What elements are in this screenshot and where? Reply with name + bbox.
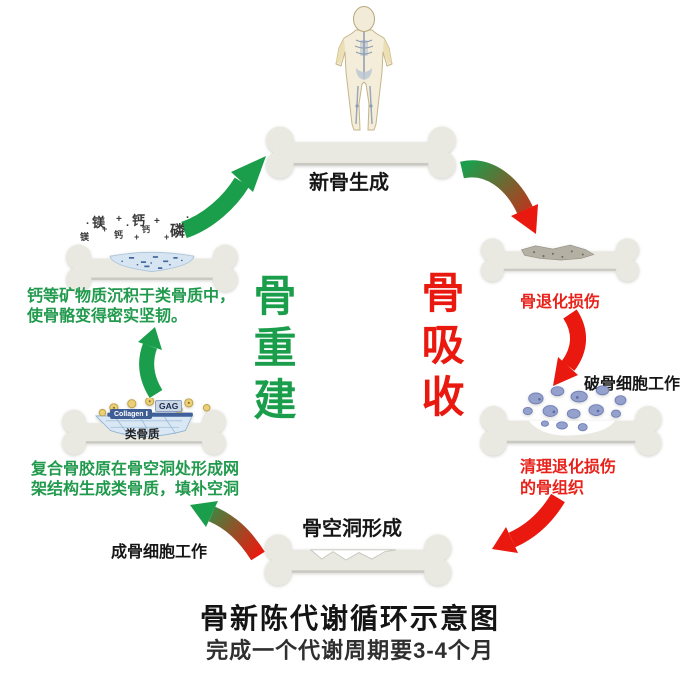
note-mineral-line1: 钙等矿物质沉积于类骨质中， (27, 288, 236, 305)
label-cleanup-line1: 清理退化损伤 (520, 459, 617, 476)
plus-mark: + (164, 232, 170, 242)
label-cavity: 骨空洞形成 (302, 518, 402, 540)
note-mineral-line2: 使骨骼变得密实坚韧。 (27, 308, 188, 326)
arrow-up-green-icon (138, 327, 163, 398)
arrow-down-red-icon (553, 309, 586, 386)
phase-bone-remodeling: 骨重建 (247, 273, 295, 429)
plus-mark: + (102, 224, 108, 234)
label-cleanup: 清理退化损伤 的骨组织 (520, 458, 616, 500)
mineral-mg-large: 镁 (92, 215, 106, 230)
mineral-ca-large: 钙 (132, 213, 146, 228)
arrow-up-left-gradient-icon (190, 501, 265, 561)
note-osteoid-line2: 架结构生成类骨质，填补空洞 (31, 481, 240, 499)
mineral-ca-small: 钙 (114, 230, 124, 240)
label-osteoblast: 成骨细胞工作 (111, 544, 208, 561)
arrow-down-left-red-icon (492, 493, 565, 553)
mineral-cloud: 镁 钙 磷 镁 钙 钙 + + + + + · · · (76, 210, 216, 244)
bone-osteoclast (480, 385, 662, 456)
dot-mark: · (126, 220, 130, 232)
bone-mineralized (66, 244, 238, 292)
plus-mark: + (134, 232, 140, 242)
note-osteoid: 复合骨胶原在骨空洞处形成网 架结构生成类骨质，填补空洞 (31, 460, 239, 501)
phase-bone-resorption: 骨吸收 (415, 270, 463, 426)
label-degeneration: 骨退化损伤 (520, 294, 601, 311)
bone-degeneration (481, 238, 639, 282)
arrow-up-right-green-icon (180, 156, 266, 239)
plus-mark: + (154, 216, 160, 227)
diagram-title-row: 骨新陈代谢循环示意图 (0, 597, 700, 637)
diagram-title: 骨新陈代谢循环示意图 (199, 603, 500, 634)
dot-mark: · (86, 218, 90, 230)
diagram-subtitle: 完成一个代谢周期要3-4个月 (206, 638, 494, 663)
label-cleanup-line2: 的骨组织 (520, 479, 585, 497)
bone-new-bone (266, 126, 456, 179)
dot-mark: · (186, 212, 190, 224)
bone-cavity-notch (309, 549, 397, 561)
gag-chip: GAG (155, 400, 183, 412)
bone-cavity (264, 534, 452, 586)
arrow-down-right-gradient-icon (460, 160, 538, 234)
plus-mark: + (116, 214, 122, 225)
note-osteoid-line1: 复合骨胶原在骨空洞处形成网 (31, 461, 240, 478)
mineral-p-large: 磷 (170, 223, 186, 240)
osteoid-word: 类骨质 (125, 429, 160, 441)
mineral-mg-small: 镁 (80, 232, 90, 242)
resorption-cavity (528, 420, 616, 436)
label-new-bone: 新骨生成 (309, 172, 389, 194)
collagen-chip: Collagen Ⅰ (110, 409, 153, 419)
mineral-deposit (109, 251, 195, 272)
diagram-subtitle-row: 完成一个代谢周期要3-4个月 (0, 633, 700, 665)
osteoclast-cells (522, 385, 627, 432)
damage-patch (521, 244, 595, 261)
note-mineral: 钙等矿物质沉积于类骨质中， 使骨骼变得密实坚韧。 (27, 287, 235, 328)
mineral-ca-small2: 钙 (142, 225, 150, 234)
human-skeleton-figure (335, 6, 393, 131)
